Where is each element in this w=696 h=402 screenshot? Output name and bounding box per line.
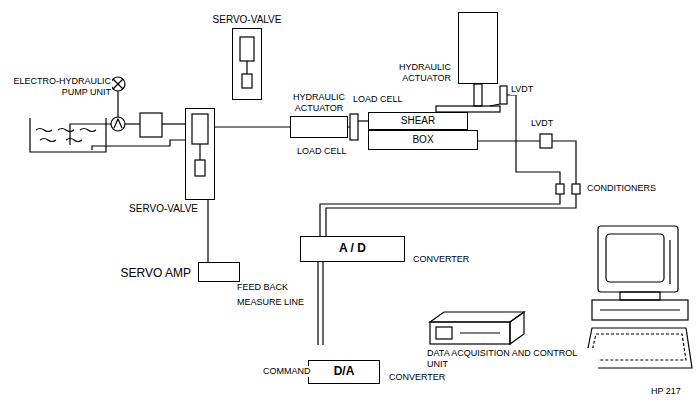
valve-torque-motor: [242, 74, 252, 88]
node-label: SERVO AMP: [121, 267, 191, 281]
part-label: CONVERTER: [388, 372, 446, 383]
keyboard: [584, 328, 692, 368]
daq-unit-top: [430, 312, 524, 322]
ad-converter: A / D: [300, 236, 405, 262]
node-label: SERVO-VALVE: [213, 14, 282, 26]
valve-torque-motor: [195, 160, 205, 176]
computer-screen: [606, 234, 664, 282]
shear-box-upper: SHEAR: [368, 112, 468, 130]
valve-spool: [240, 37, 254, 61]
box-interior: D/A: [309, 361, 379, 383]
hydraulic-actuator: HYDRAULIC ACTUATOR: [458, 12, 498, 84]
connector-line: [207, 200, 208, 262]
computer-base: [592, 300, 688, 320]
daq-unit-side: [510, 312, 524, 344]
signal-cable: [320, 194, 560, 236]
part-label: MEASURE LINE: [236, 297, 305, 308]
actuator-rod: [474, 84, 482, 106]
part-label: CONVERTER: [412, 254, 470, 265]
computer-monitor: [598, 226, 678, 292]
part-label: LOAD CELL: [296, 146, 348, 157]
valve-stem: [199, 144, 200, 160]
signal-cable: [326, 194, 576, 236]
suction-pipe: [70, 124, 111, 145]
part-label: CONDITIONERS: [586, 183, 657, 194]
valve-spool: [192, 114, 208, 144]
box-interior: A / D: [301, 237, 404, 261]
lvdt-symbol: [540, 134, 552, 148]
box-interior: SHEAR: [369, 113, 467, 129]
part-label: DATA ACQUISITION AND CONTROL UNIT: [426, 348, 598, 370]
actuator-rod: [358, 120, 368, 121]
valve-stem: [246, 61, 247, 74]
conditioner: [572, 184, 580, 194]
servo-valve: SERVO-VALVE: [185, 108, 215, 200]
hydraulic-actuator: HYDRAULIC ACTUATOR: [290, 116, 348, 138]
return-pipe: [92, 140, 185, 150]
load-cell: [350, 114, 358, 140]
lvdt-symbol: [500, 86, 507, 104]
lvdt-rod: [478, 140, 540, 141]
oil-surface: [36, 129, 96, 142]
node-label: BOX: [412, 134, 433, 146]
node-label: SERVO-VALVE: [129, 203, 198, 215]
oil-tank: [30, 118, 106, 152]
part-label: LOAD CELL: [352, 94, 404, 105]
conditioner: [556, 184, 564, 194]
node-label: SHEAR: [401, 115, 435, 127]
node-label: D/A: [334, 365, 355, 379]
measure-line: [317, 262, 318, 345]
pressure-pipe: [125, 123, 140, 124]
part-label: COMMAND: [262, 366, 312, 377]
da-converter: D/A: [308, 360, 380, 384]
part-label: LVDT: [530, 118, 554, 129]
connector-line: [215, 126, 290, 127]
servo-amp-box: SERVO AMP: [198, 262, 240, 282]
box-interior: BOX: [369, 131, 477, 149]
part-label: ELECTRO-HYDRAULIC PUMP UNIT: [6, 76, 112, 98]
filter-accumulator: [140, 113, 162, 137]
servo-valve: SERVO-VALVE: [232, 28, 262, 100]
daq-unit: [430, 322, 510, 344]
pressure-pipe: [162, 123, 185, 124]
pump-symbol: [111, 117, 125, 131]
measure-line: [322, 262, 323, 345]
part-label: HP 217: [650, 386, 682, 397]
computer-stand: [620, 292, 660, 300]
part-label: FEED BACK: [236, 282, 289, 293]
motor-symbol: [111, 77, 125, 91]
shear-box-lower: BOX: [368, 130, 478, 150]
node-label: HYDRAULIC ACTUATOR: [387, 62, 451, 83]
pump-shaft: [117, 91, 118, 117]
node-label: A / D: [339, 242, 366, 256]
node-label: HYDRAULIC ACTUATOR: [284, 92, 354, 113]
part-label: LVDT: [510, 84, 534, 95]
